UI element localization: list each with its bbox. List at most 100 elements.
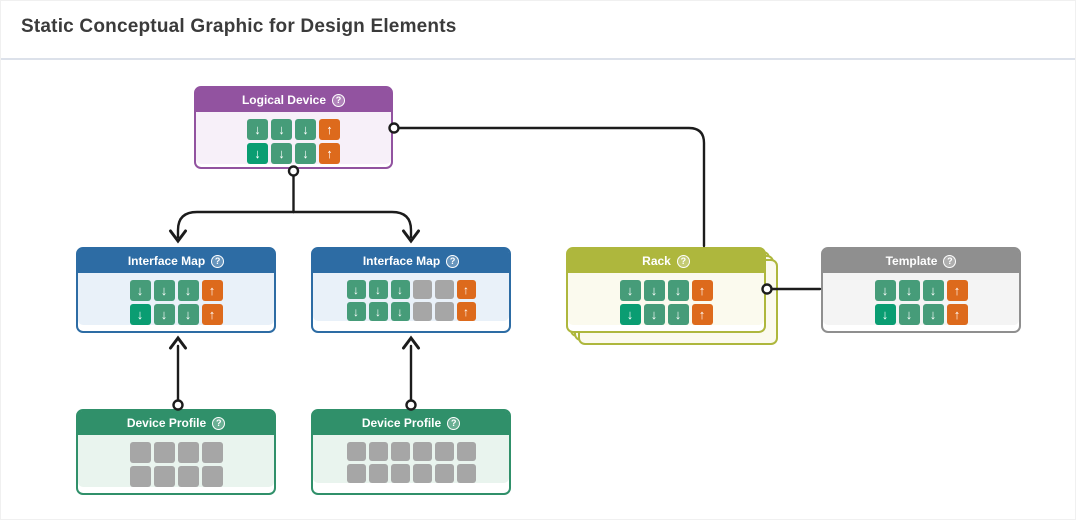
port-row (346, 464, 476, 483)
port-cell-orange-up: ↑ (456, 302, 476, 321)
node-header: Interface Map ? (313, 249, 509, 273)
port-row: ↓↓↓↑ (619, 304, 713, 325)
port-cell-green-down: ↓ (247, 119, 268, 140)
node-device-profile-2: Device Profile ? (311, 409, 511, 495)
port-cell-gray-blank (201, 442, 223, 463)
node-header: Interface Map ? (78, 249, 274, 273)
port-cell-green-down: ↓ (667, 280, 689, 301)
help-icon[interactable]: ? (676, 254, 690, 268)
port-cell-gray-blank (434, 442, 454, 461)
port-cell-orange-up: ↑ (201, 304, 223, 325)
title-divider (1, 58, 1075, 60)
port-cell-gray-blank (177, 442, 199, 463)
port-cell-green-down: ↓ (346, 280, 366, 299)
port-cell-green-down: ↓ (368, 280, 388, 299)
node-title: Device Profile (126, 416, 207, 430)
port-cell-green-down: ↓ (295, 119, 316, 140)
port-grid (78, 435, 274, 487)
port-cell-green-down: ↓ (271, 119, 292, 140)
port-cell-orange-up: ↑ (691, 280, 713, 301)
port-cell-orange-up: ↑ (946, 280, 968, 301)
port-grid: ↓↓↓↑↓↓↓↑ (78, 273, 274, 325)
connector-ld-to-im2 (292, 210, 413, 239)
port-cell-green-down: ↓ (922, 304, 944, 325)
port-cell-orange-up: ↑ (319, 143, 340, 164)
port-cell-green-down: ↓ (295, 143, 316, 164)
port-cell-gray-blank (434, 464, 454, 483)
port-cell-green-down: ↓ (874, 280, 896, 301)
help-icon[interactable]: ? (943, 254, 957, 268)
node-body: ↓↓↓↑↓↓↓↑ (568, 273, 764, 325)
node-body: ↓↓↓↑↓↓↓↑ (78, 273, 274, 325)
port-cell-teal-down: ↓ (874, 304, 896, 325)
port-row: ↓↓↓↑ (874, 304, 968, 325)
port-cell-green-down: ↓ (390, 280, 410, 299)
node-title: Device Profile (361, 416, 442, 430)
port-row: ↓↓↓↑ (247, 119, 340, 140)
port-cell-orange-up: ↑ (946, 304, 968, 325)
port-cell-green-down: ↓ (271, 143, 292, 164)
help-icon[interactable]: ? (212, 416, 226, 430)
port-cell-teal-down: ↓ (619, 304, 641, 325)
port-cell-green-down: ↓ (922, 280, 944, 301)
port-grid: ↓↓↓↑↓↓↓↑ (568, 273, 764, 325)
port-grid (313, 435, 509, 483)
connector-ld-to-rack (396, 126, 706, 248)
port-cell-gray-blank (412, 442, 432, 461)
port-cell-gray-blank (412, 280, 432, 299)
port-row: ↓↓↓↑ (247, 143, 340, 164)
port-grid: ↓↓↓↑↓↓↓↑ (196, 112, 391, 164)
port-row (129, 442, 223, 463)
port-cell-gray-blank (129, 466, 151, 487)
port-cell-green-down: ↓ (346, 302, 366, 321)
connector-arrowhead-down (169, 229, 187, 244)
port-row: ↓↓↓↑ (619, 280, 713, 301)
port-grid: ↓↓↓↑↓↓↓↑ (823, 273, 1019, 325)
port-cell-green-down: ↓ (898, 280, 920, 301)
port-cell-orange-up: ↑ (691, 304, 713, 325)
node-interface-map-1: Interface Map ? ↓↓↓↑↓↓↓↑ (76, 247, 276, 333)
port-cell-teal-down: ↓ (129, 304, 151, 325)
node-header: Device Profile ? (78, 411, 274, 435)
node-logical-device: Logical Device ? ↓↓↓↑↓↓↓↑ (194, 86, 393, 169)
help-icon[interactable]: ? (446, 254, 460, 268)
port-cell-green-down: ↓ (667, 304, 689, 325)
node-header: Template ? (823, 249, 1019, 273)
node-body: ↓↓↓↑↓↓↓↑ (313, 273, 509, 321)
node-body: ↓↓↓↑↓↓↓↑ (196, 112, 391, 164)
port-cell-gray-blank (368, 442, 388, 461)
port-row: ↓↓↓↑ (129, 280, 223, 301)
port-cell-gray-blank (456, 442, 476, 461)
node-body (313, 435, 509, 483)
connector-arrowhead-up (402, 335, 420, 350)
port-cell-orange-up: ↑ (201, 280, 223, 301)
port-cell-gray-blank (177, 466, 199, 487)
node-device-profile-1: Device Profile ? (76, 409, 276, 495)
port-cell-gray-blank (368, 464, 388, 483)
port-cell-gray-blank (412, 302, 432, 321)
help-icon[interactable]: ? (447, 416, 461, 430)
help-icon[interactable]: ? (211, 254, 225, 268)
connector-arrowhead-down (402, 229, 420, 244)
port-cell-gray-blank (346, 464, 366, 483)
connector-arrowhead-up (169, 335, 187, 350)
port-cell-green-down: ↓ (177, 304, 199, 325)
port-cell-orange-up: ↑ (319, 119, 340, 140)
node-template: Template ? ↓↓↓↑↓↓↓↑ (821, 247, 1021, 333)
node-header: Rack ? (568, 249, 764, 273)
port-cell-gray-blank (153, 442, 175, 463)
port-cell-green-down: ↓ (643, 280, 665, 301)
port-cell-gray-blank (129, 442, 151, 463)
port-cell-teal-down: ↓ (247, 143, 268, 164)
port-row: ↓↓↓↑ (874, 280, 968, 301)
port-cell-green-down: ↓ (390, 302, 410, 321)
port-cell-green-down: ↓ (129, 280, 151, 301)
port-cell-green-down: ↓ (177, 280, 199, 301)
port-cell-gray-blank (390, 442, 410, 461)
page-title: Static Conceptual Graphic for Design Ele… (21, 16, 457, 37)
port-row (129, 466, 223, 487)
port-cell-orange-up: ↑ (456, 280, 476, 299)
node-title: Template (885, 254, 938, 268)
help-icon[interactable]: ? (332, 93, 346, 107)
port-row: ↓↓↓↑ (346, 302, 476, 321)
